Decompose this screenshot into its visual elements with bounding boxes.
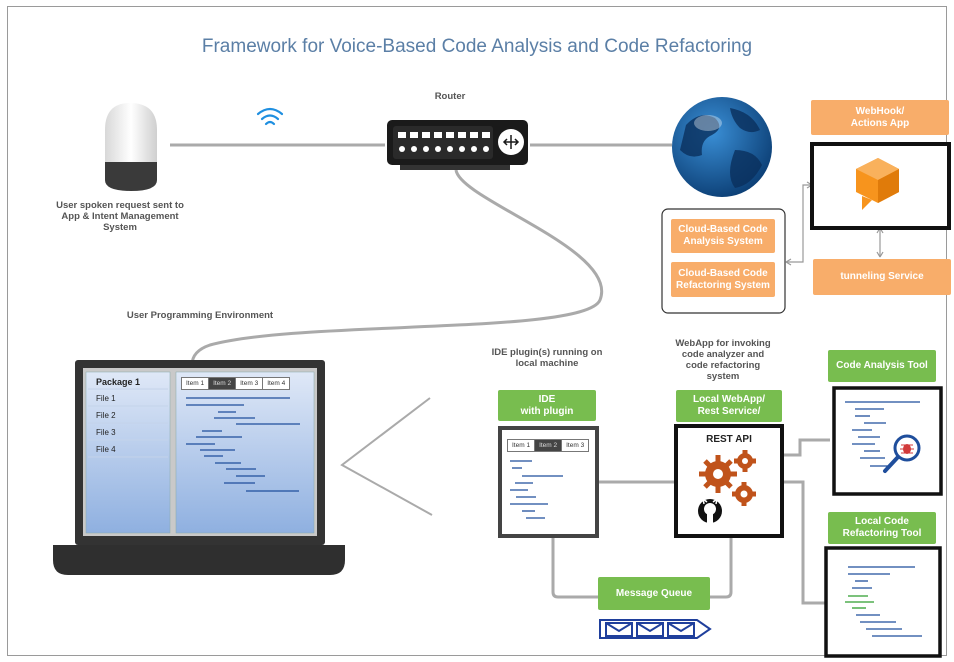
cloud-analysis-box: Cloud-Based Code Analysis System — [671, 219, 775, 253]
webapp-analysis-link — [780, 438, 830, 457]
local-webapp-box: Local WebApp/ Rest Service/ — [676, 390, 782, 422]
ide-tab-item-1: Item 1 — [507, 439, 536, 452]
laptop-code-lines — [186, 397, 300, 492]
file-item: File 1 — [96, 394, 116, 403]
webhook-actions-box: WebHook/ Actions App — [811, 100, 949, 135]
ide-code-lines — [510, 460, 563, 519]
ide-tab-bar: Item 1 Item 2 Item 3 — [507, 439, 590, 452]
diagram-title: Framework for Voice-Based Code Analysis … — [201, 36, 753, 57]
webapp-refactoring-link — [780, 480, 830, 605]
smart-speaker-icon — [105, 103, 157, 191]
router-laptop-cable — [190, 169, 604, 366]
webhook-monitor — [810, 142, 951, 230]
tunneling-service-box: tunneling Service — [813, 259, 951, 295]
webapp-description-label: WebApp for invoking code analyzer and co… — [675, 338, 771, 382]
ide-plugin-box: IDE with plugin — [498, 390, 596, 421]
laptop-tab-bar: Item 1 Item 2 Item 3 Item 4 — [181, 377, 291, 390]
refactoring-code-lines — [845, 566, 922, 637]
github-icon — [698, 497, 722, 523]
ide-tab-item-3: Item 3 — [561, 439, 590, 452]
message-queue-icon — [599, 619, 712, 639]
diagram-border — [7, 6, 947, 656]
ide-queue-link — [551, 535, 598, 599]
refactoring-window — [824, 546, 942, 658]
tab-item-3: Item 3 — [235, 377, 264, 390]
bug-magnifier-icon — [883, 434, 921, 473]
gears-icon — [699, 450, 756, 506]
file-item: File 3 — [96, 428, 116, 437]
queue-webapp-link — [710, 535, 733, 599]
ide-plugin-label: IDE plugin(s) running on local machine — [491, 347, 603, 369]
code-analysis-window — [832, 386, 943, 496]
cloud-refactoring-box: Cloud-Based Code Refactoring System — [671, 262, 775, 297]
user-environment-label: User Programming Environment — [126, 310, 274, 321]
local-refactoring-tool-box: Local Code Refactoring Tool — [828, 512, 936, 544]
router-icon — [387, 120, 528, 170]
rest-api-server — [674, 424, 784, 538]
router-label: Router — [434, 91, 466, 102]
package-label: Package 1 — [96, 377, 141, 387]
analysis-code-lines — [845, 401, 920, 467]
file-item: File 4 — [96, 445, 116, 454]
tab-item-2: Item 2 — [208, 377, 237, 390]
user-request-label: User spoken request sent to App & Intent… — [56, 200, 184, 233]
globe-icon — [672, 97, 772, 197]
tab-item-4: Item 4 — [262, 377, 291, 390]
file-item: File 2 — [96, 411, 116, 420]
ide-tab-item-2: Item 2 — [534, 439, 563, 452]
rest-api-label: REST API — [706, 434, 752, 445]
message-queue-box: Message Queue — [598, 577, 710, 610]
laptop-icon — [53, 360, 345, 575]
tab-item-1: Item 1 — [181, 377, 210, 390]
code-analysis-tool-box: Code Analysis Tool — [828, 350, 936, 382]
connector-lines — [170, 143, 830, 605]
wifi-icon — [256, 107, 284, 126]
laptop-chevron — [340, 397, 433, 516]
